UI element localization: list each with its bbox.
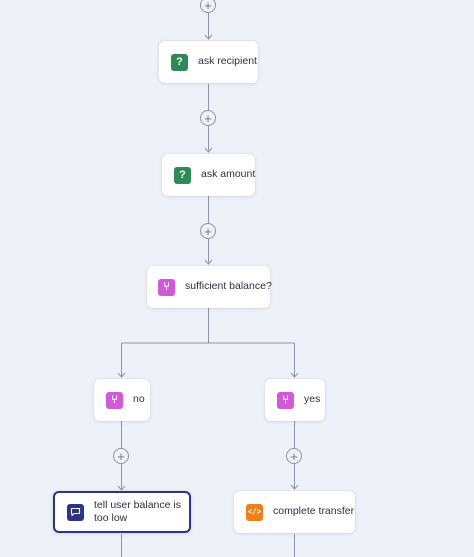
chat-bubble-icon xyxy=(67,503,84,521)
arrowhead xyxy=(290,372,299,378)
node-ask-recipient[interactable]: ? ask recipient xyxy=(159,41,258,83)
add-step-button[interactable]: + xyxy=(200,110,216,126)
arrowhead xyxy=(204,147,213,153)
node-sufficient-balance[interactable]: ⑂ sufficient balance? xyxy=(147,266,272,308)
branch-icon: ⑂ xyxy=(158,278,175,296)
arrowhead xyxy=(117,372,126,378)
arrowhead xyxy=(117,485,126,491)
add-step-button[interactable]: + xyxy=(200,223,216,239)
plus-icon: + xyxy=(204,223,212,239)
chat-bubble-glyph xyxy=(70,507,81,517)
branch-icon: ⑂ xyxy=(277,391,294,409)
add-step-button[interactable]: + xyxy=(113,448,129,464)
node-label: tell user balance is too low xyxy=(94,498,181,524)
node-tell-balance-low[interactable]: tell user balance is too low xyxy=(53,491,191,533)
question-icon: ? xyxy=(174,166,191,184)
arrowhead xyxy=(204,259,213,265)
plus-icon: + xyxy=(204,110,212,126)
plus-icon: + xyxy=(204,0,212,13)
node-ask-amount[interactable]: ? ask amount xyxy=(162,154,255,196)
add-step-button[interactable]: + xyxy=(200,0,216,13)
node-label: sufficient balance? xyxy=(185,280,272,293)
node-complete-transfer[interactable]: </> complete transfer xyxy=(234,491,355,533)
node-branch-no[interactable]: ⑂ no xyxy=(94,379,150,421)
node-label: ask amount xyxy=(201,168,256,181)
code-icon: </> xyxy=(246,503,263,521)
question-icon: ? xyxy=(171,53,188,71)
node-label: ask recipient xyxy=(198,55,257,68)
arrowhead xyxy=(290,484,299,490)
arrowhead xyxy=(204,34,213,40)
add-step-button[interactable]: + xyxy=(286,448,302,464)
node-label: no xyxy=(133,393,145,406)
node-branch-yes[interactable]: ⑂ yes xyxy=(265,379,325,421)
node-label: complete transfer xyxy=(273,505,355,518)
plus-icon: + xyxy=(117,448,125,464)
branch-icon: ⑂ xyxy=(106,391,123,409)
plus-icon: + xyxy=(290,448,298,464)
node-label: yes xyxy=(304,393,321,406)
